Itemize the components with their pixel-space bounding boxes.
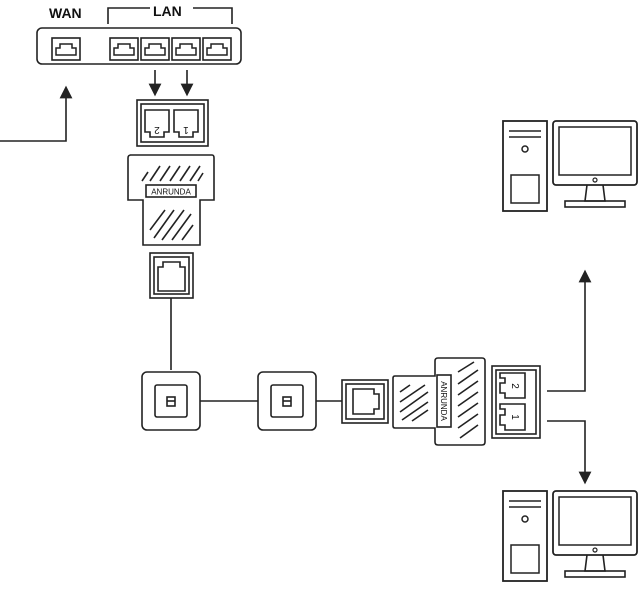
- lan-port-3: [171, 37, 201, 61]
- right-dual-jack: 2 1: [491, 365, 541, 439]
- brand-label: ANRUNDA: [439, 381, 448, 421]
- wall-plate-1: [141, 371, 201, 431]
- lan-port-2: [140, 37, 170, 61]
- port-label-2: 2: [154, 124, 160, 135]
- lan-port-1: [109, 37, 139, 61]
- arrow-up-icon: [547, 269, 592, 392]
- lan-port-4: [202, 37, 232, 61]
- port-label-1: 1: [509, 414, 520, 420]
- right-adapter-body: ANRUNDA: [392, 357, 486, 446]
- top-single-jack: [149, 252, 194, 299]
- wall-plate-2: [257, 371, 317, 431]
- router: WAN LAN: [36, 3, 242, 65]
- wan-port: [51, 37, 81, 61]
- port-label-1: 1: [183, 124, 189, 135]
- wan-label: WAN: [49, 5, 82, 21]
- brand-label: ANRUNDA: [151, 188, 191, 197]
- computer-icon: [502, 490, 638, 582]
- top-adapter-body: ANRUNDA: [127, 154, 215, 246]
- lan-bracket: [107, 7, 233, 24]
- right-single-jack: [341, 379, 389, 424]
- lan-label: LAN: [153, 3, 182, 19]
- arrow-down-icon: [547, 420, 592, 485]
- wan-input-line: [0, 85, 73, 142]
- computer-icon: [502, 120, 638, 212]
- top-dual-jack: 2 1: [136, 99, 209, 147]
- port-label-2: 2: [509, 383, 520, 389]
